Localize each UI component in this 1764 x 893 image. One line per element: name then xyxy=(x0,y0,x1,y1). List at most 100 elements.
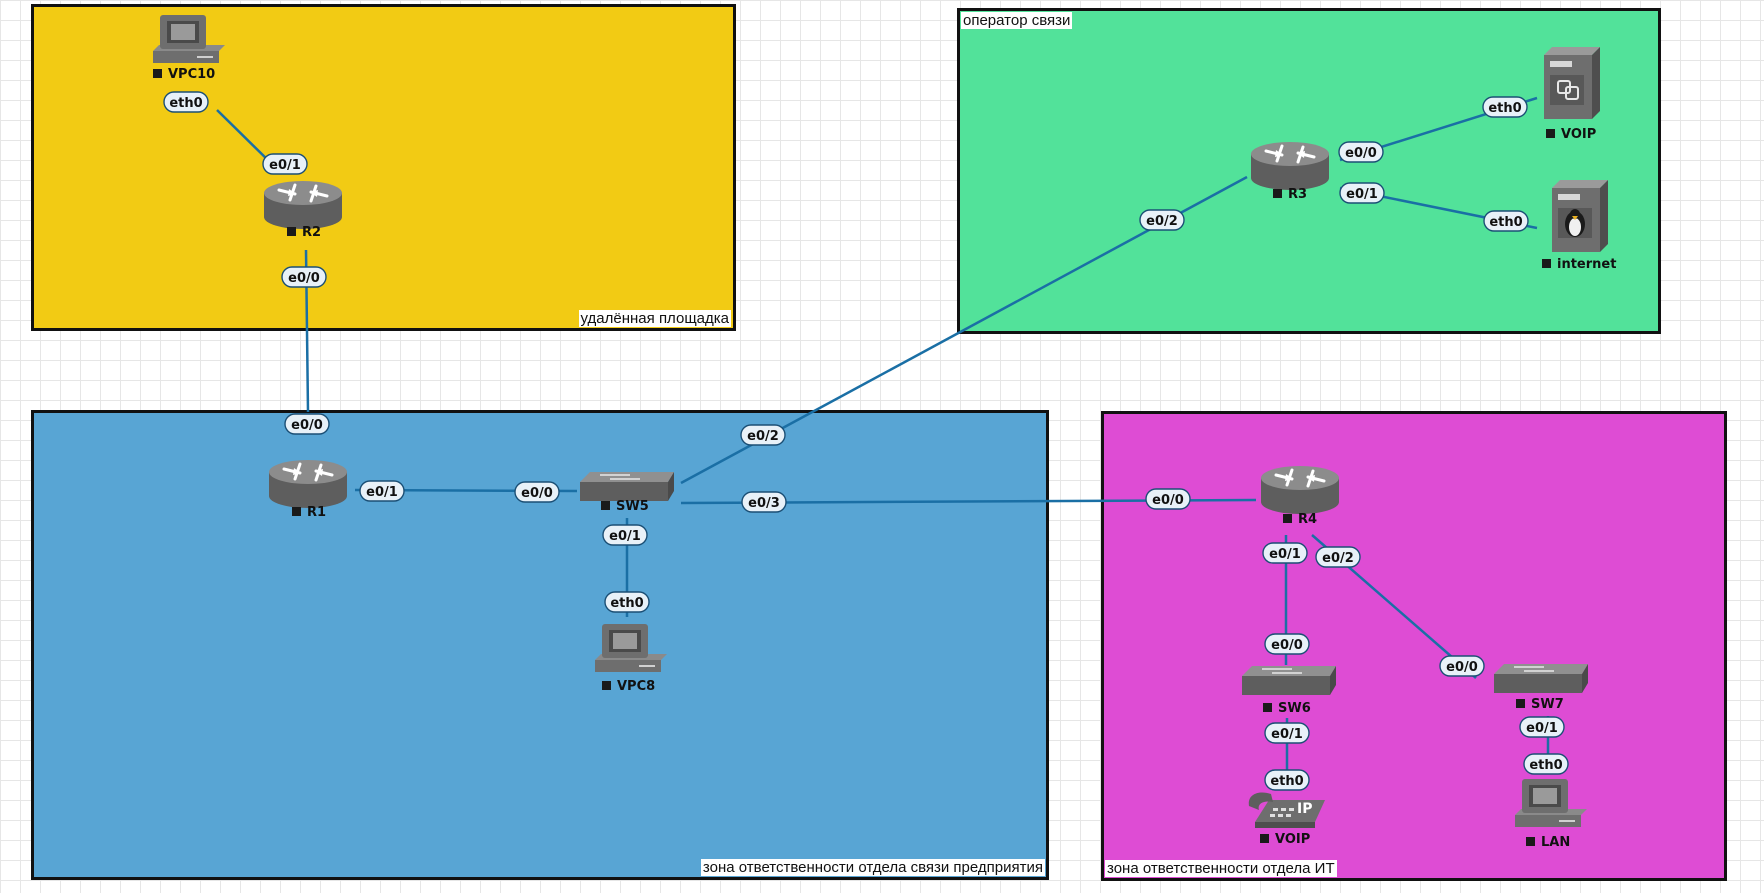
port-label-sw5-e0-3[interactable]: e0/3 xyxy=(741,491,787,513)
node-status-indicator xyxy=(153,69,162,78)
node-label: LAN xyxy=(1541,835,1570,850)
node-status-indicator xyxy=(1546,129,1555,138)
port-label-sw5-e0-2[interactable]: e0/2 xyxy=(740,424,786,446)
router-icon xyxy=(1259,464,1341,516)
port-label-r4-e0-1[interactable]: e0/1 xyxy=(1262,542,1308,564)
node-r2[interactable]: R2 xyxy=(262,179,344,240)
ip-phone-icon xyxy=(1248,792,1325,828)
port-label-r4-e0-2[interactable]: e0/2 xyxy=(1315,546,1361,568)
port-label-r3-e0-2[interactable]: e0/2 xyxy=(1139,209,1185,231)
node-label: VPC10 xyxy=(168,67,215,82)
router-icon xyxy=(1249,140,1331,192)
node-sw6[interactable]: SW6 xyxy=(1241,665,1337,716)
svg-text:e0/0: e0/0 xyxy=(1271,638,1303,653)
svg-text:e0/0: e0/0 xyxy=(1345,146,1377,161)
port-label-r1-e0-0[interactable]: e0/0 xyxy=(284,413,330,435)
zone-operator-label: оператор связи xyxy=(961,12,1073,29)
svg-text:e0/3: e0/3 xyxy=(748,496,780,511)
svg-text:e0/1: e0/1 xyxy=(1346,187,1378,202)
node-r1[interactable]: R1 xyxy=(267,458,349,520)
svg-text:e0/2: e0/2 xyxy=(1146,214,1178,229)
zone-remote-site[interactable]: удалённая площадка xyxy=(31,4,736,331)
port-label-sw7-e0-1[interactable]: e0/1 xyxy=(1519,716,1565,738)
svg-text:eth0: eth0 xyxy=(610,596,643,611)
port-label-sw7-e0-0[interactable]: e0/0 xyxy=(1439,655,1485,677)
node-status-indicator xyxy=(1526,837,1535,846)
node-voip-srv[interactable]: VOIP xyxy=(1544,47,1600,142)
svg-text:e0/2: e0/2 xyxy=(747,429,779,444)
port-label-r2-e0-0[interactable]: e0/0 xyxy=(281,266,327,288)
port-label-sw6-e0-0[interactable]: e0/0 xyxy=(1264,633,1310,655)
node-r4[interactable]: R4 xyxy=(1259,464,1341,527)
svg-text:e0/1: e0/1 xyxy=(1526,721,1558,736)
node-status-indicator xyxy=(287,227,296,236)
svg-text:eth0: eth0 xyxy=(1529,758,1562,773)
node-status-indicator xyxy=(1260,834,1269,843)
node-sw7[interactable]: SW7 xyxy=(1493,663,1589,712)
svg-text:e0/0: e0/0 xyxy=(288,271,320,286)
linux-server-icon xyxy=(1552,180,1608,252)
port-label-r4-e0-0[interactable]: e0/0 xyxy=(1145,488,1191,510)
svg-text:e0/1: e0/1 xyxy=(609,529,641,544)
node-label: VOIP xyxy=(1561,127,1596,142)
svg-text:e0/0: e0/0 xyxy=(1446,660,1478,675)
port-label-sw5-e0-0[interactable]: e0/0 xyxy=(514,481,560,503)
server-icon xyxy=(1544,47,1600,119)
pc-icon xyxy=(1515,779,1587,827)
zone-it[interactable]: зона ответственности отдела ИТ xyxy=(1101,411,1727,881)
node-r3[interactable]: R3 xyxy=(1249,140,1331,202)
port-label-r3-e0-1[interactable]: e0/1 xyxy=(1339,182,1385,204)
penguin-icon xyxy=(1565,209,1585,237)
node-status-indicator xyxy=(1263,703,1272,712)
zone-remote-site-label: удалённая площадка xyxy=(578,310,731,327)
node-lan[interactable]: LAN xyxy=(1515,779,1587,850)
zone-enterprise-comms-label: зона ответственности отдела связи предпр… xyxy=(700,859,1045,876)
svg-text:eth0: eth0 xyxy=(169,96,202,111)
port-label-lan-eth0[interactable]: eth0 xyxy=(1523,753,1569,775)
port-label-vpc10-eth0[interactable]: eth0 xyxy=(163,91,209,113)
svg-text:e0/2: e0/2 xyxy=(1322,551,1354,566)
pc-icon xyxy=(595,624,667,672)
node-vpc8[interactable]: VPC8 xyxy=(595,624,667,694)
gear-icon xyxy=(1557,80,1579,100)
port-label-vpc8-eth0[interactable]: eth0 xyxy=(604,591,650,613)
node-status-indicator xyxy=(292,507,301,516)
node-label: VPC8 xyxy=(617,679,655,694)
node-sw5[interactable]: SW5 xyxy=(579,471,675,514)
port-label-sw6-e0-1[interactable]: e0/1 xyxy=(1264,722,1310,744)
node-voip-phone[interactable]: VOIP xyxy=(1248,792,1325,848)
link-vpc10-r2[interactable] xyxy=(216,109,274,166)
port-label-r1-e0-1[interactable]: e0/1 xyxy=(359,480,405,502)
node-label: SW7 xyxy=(1531,697,1564,712)
port-label-voip-phone-eth0[interactable]: eth0 xyxy=(1264,769,1310,791)
svg-text:e0/1: e0/1 xyxy=(269,158,301,173)
node-label: R1 xyxy=(307,505,326,520)
node-status-indicator xyxy=(1273,189,1282,198)
port-label-internet-eth0[interactable]: eth0 xyxy=(1483,210,1529,232)
switch-icon xyxy=(1241,665,1337,696)
svg-text:e0/0: e0/0 xyxy=(1152,493,1184,508)
port-label-sw5-e0-1[interactable]: e0/1 xyxy=(602,524,648,546)
svg-text:e0/1: e0/1 xyxy=(366,485,398,500)
port-labels: eth0 e0/1 e0/0 e0/0 e0/1 e0/0 e0/1 eth0 e0/2 e0/2… xyxy=(163,91,1569,791)
port-label-voip-srv-eth0[interactable]: eth0 xyxy=(1482,96,1528,118)
port-label-r2-e0-1[interactable]: e0/1 xyxy=(262,153,308,175)
port-label-r3-e0-0[interactable]: e0/0 xyxy=(1338,141,1384,163)
zone-it-label: зона ответственности отдела ИТ xyxy=(1105,860,1337,877)
node-vpc10[interactable]: VPC10 xyxy=(153,15,225,82)
node-status-indicator xyxy=(1516,699,1525,708)
svg-text:eth0: eth0 xyxy=(1488,101,1521,116)
svg-text:e0/1: e0/1 xyxy=(1271,727,1303,742)
pc-icon xyxy=(153,15,225,63)
router-icon xyxy=(267,458,349,510)
svg-text:eth0: eth0 xyxy=(1489,215,1522,230)
svg-text:eth0: eth0 xyxy=(1270,774,1303,789)
node-internet[interactable]: internet xyxy=(1542,180,1616,272)
node-label: R4 xyxy=(1298,512,1317,527)
node-label: SW6 xyxy=(1278,701,1311,716)
node-label: R2 xyxy=(302,225,321,240)
node-status-indicator xyxy=(1542,259,1551,268)
switch-icon xyxy=(1493,663,1589,694)
node-label: R3 xyxy=(1288,187,1307,202)
